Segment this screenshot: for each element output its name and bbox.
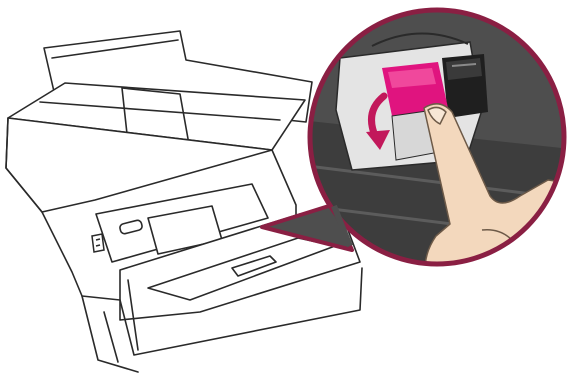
printer-cartridge-illustration <box>0 0 567 374</box>
